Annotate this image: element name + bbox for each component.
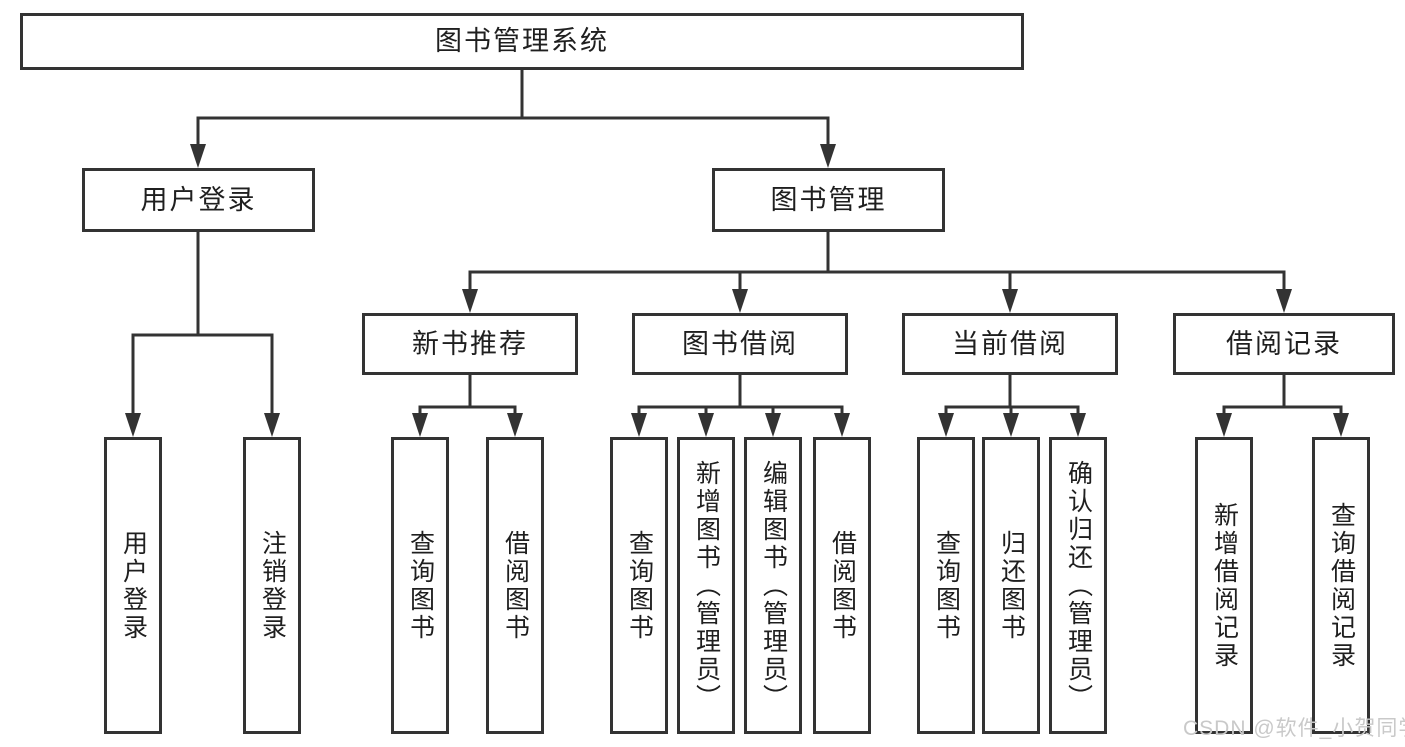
leaf-add-borrow-record: 新增借阅记录 [1195,437,1253,734]
leaf-borrow-books-newbooks: 借阅图书 [486,437,544,734]
leaf-user-login-label: 用户登录 [119,529,148,642]
leaf-query-borrow-record: 查询借阅记录 [1312,437,1370,734]
node-book-management: 图书管理 [712,168,945,232]
node-borrowing-records: 借阅记录 [1173,313,1395,375]
node-user-login-label: 用户登录 [140,184,257,215]
leaf-confirm-return-admin: 确认归还（管理员） [1049,437,1107,734]
node-new-book-recommendation-label: 新书推荐 [412,328,528,359]
leaf-edit-books-admin: 编辑图书（管理员） [744,437,802,734]
leaf-query-borrow-record-label: 查询借阅记录 [1327,501,1356,670]
leaf-borrow-books-borrowing: 借阅图书 [813,437,871,734]
node-library-management-system-label: 图书管理系统 [435,26,609,56]
node-book-borrowing: 图书借阅 [632,313,848,375]
node-book-borrowing-label: 图书借阅 [682,328,798,359]
leaf-query-books-newbooks: 查询图书 [391,437,449,734]
arrowheads [125,144,1349,437]
leaf-query-books-current-label: 查询图书 [932,529,961,642]
leaf-add-borrow-record-label: 新增借阅记录 [1210,501,1239,670]
node-user-login: 用户登录 [82,168,315,232]
node-library-management-system: 图书管理系统 [20,13,1024,70]
leaf-logout: 注销登录 [243,437,301,734]
leaf-add-books-admin: 新增图书（管理员） [677,437,735,734]
node-current-borrowing: 当前借阅 [902,313,1118,375]
leaf-logout-label: 注销登录 [258,529,287,642]
node-book-management-label: 图书管理 [770,184,887,215]
watermark-csdn: CSDN @软件_小贺同学 [1183,717,1405,740]
leaf-return-books: 归还图书 [982,437,1040,734]
node-borrowing-records-label: 借阅记录 [1226,328,1342,359]
node-new-book-recommendation: 新书推荐 [362,313,578,375]
node-current-borrowing-label: 当前借阅 [952,328,1068,359]
leaf-add-books-admin-label: 新增图书（管理员） [692,459,721,712]
leaf-query-books-borrowing: 查询图书 [610,437,668,734]
leaf-user-login: 用户登录 [104,437,162,734]
leaf-borrow-books-newbooks-label: 借阅图书 [501,529,530,642]
leaf-return-books-label: 归还图书 [997,529,1026,642]
leaf-confirm-return-admin-label: 确认归还（管理员） [1064,459,1093,712]
leaf-borrow-books-borrowing-label: 借阅图书 [828,529,857,642]
leaf-edit-books-admin-label: 编辑图书（管理员） [759,459,788,712]
leaf-query-books-current: 查询图书 [917,437,975,734]
leaf-query-books-borrowing-label: 查询图书 [625,529,654,642]
leaf-query-books-newbooks-label: 查询图书 [406,529,435,642]
